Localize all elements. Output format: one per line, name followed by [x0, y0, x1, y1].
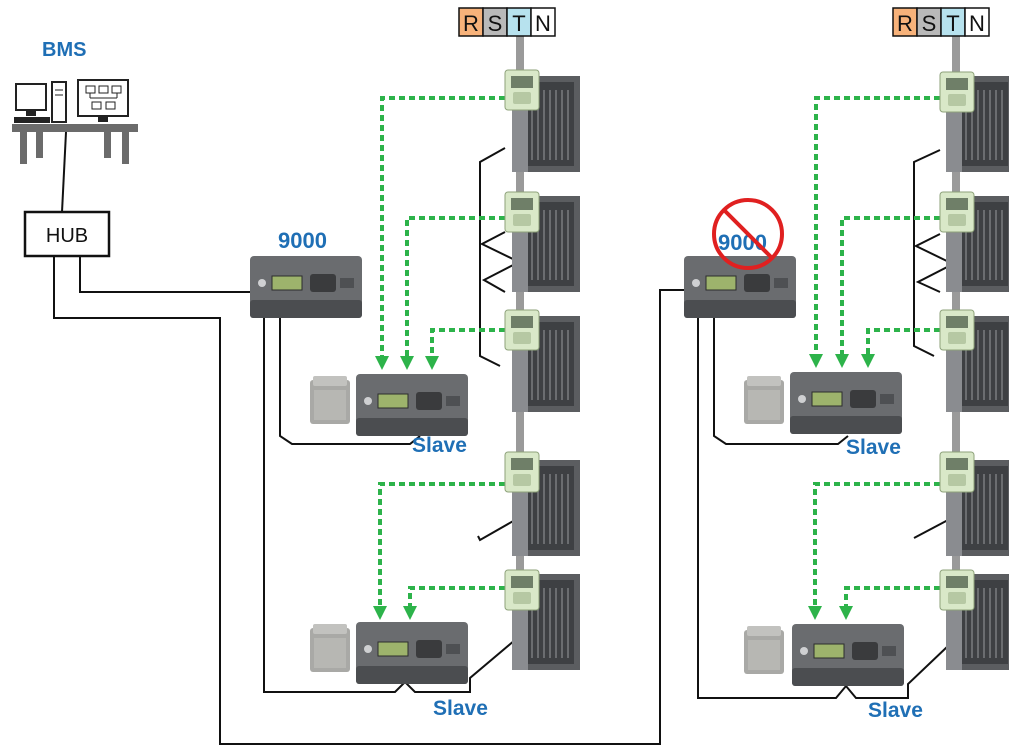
slave-controller-left-top: Slave [310, 373, 469, 457]
outdoor-unit [939, 451, 1009, 557]
outdoor-unit [939, 569, 1009, 671]
network-diagram-icon [77, 79, 129, 122]
master-controller-left: 9000 [249, 228, 363, 319]
hub-label: HUB [46, 225, 88, 247]
phase-r: R [897, 11, 913, 36]
phase-n: N [969, 11, 985, 36]
slave-label-right-bottom: Slave [868, 699, 923, 722]
desktop-computer-icon [14, 81, 67, 123]
no-sign-icon [712, 198, 784, 270]
hub-box: HUB [23, 210, 111, 258]
outdoor-unit [939, 71, 1009, 173]
master-controller-right: 9000 [683, 198, 797, 319]
phase-s: S [488, 11, 503, 36]
master-label-right: 9000 [718, 230, 767, 255]
master-label-left: 9000 [278, 228, 327, 253]
slave-controller-right-top: Slave [744, 371, 903, 459]
power-bus-right: R S T N [892, 7, 1009, 671]
slave-label-left-bottom: Slave [433, 697, 488, 720]
outdoor-unit [939, 191, 1009, 293]
phase-header-right: R S T N [892, 7, 990, 37]
phase-t: T [946, 11, 959, 36]
slave-label-left-top: Slave [412, 434, 467, 457]
outdoor-unit [504, 569, 581, 671]
slave-controller-right-bottom: Slave [744, 623, 923, 722]
slave-controller-left-bottom: Slave [310, 621, 488, 720]
outdoor-unit [939, 309, 1009, 413]
phase-s: S [922, 11, 937, 36]
bms-workstation: BMS [12, 39, 138, 213]
phase-header-left: R S T N [458, 7, 556, 37]
power-bus-left: R S T N [458, 7, 581, 671]
phase-r: R [463, 11, 479, 36]
phase-n: N [535, 11, 551, 36]
phase-t: T [512, 11, 525, 36]
outdoor-unit [504, 309, 581, 413]
signal-arrowheads [373, 354, 875, 620]
outdoor-unit [504, 451, 581, 557]
outdoor-unit [504, 191, 581, 293]
bms-label: BMS [42, 39, 86, 61]
signal-wiring [378, 96, 940, 608]
slave-label-right-top: Slave [846, 436, 901, 459]
network-wiring [53, 147, 956, 745]
outdoor-unit [504, 69, 581, 173]
